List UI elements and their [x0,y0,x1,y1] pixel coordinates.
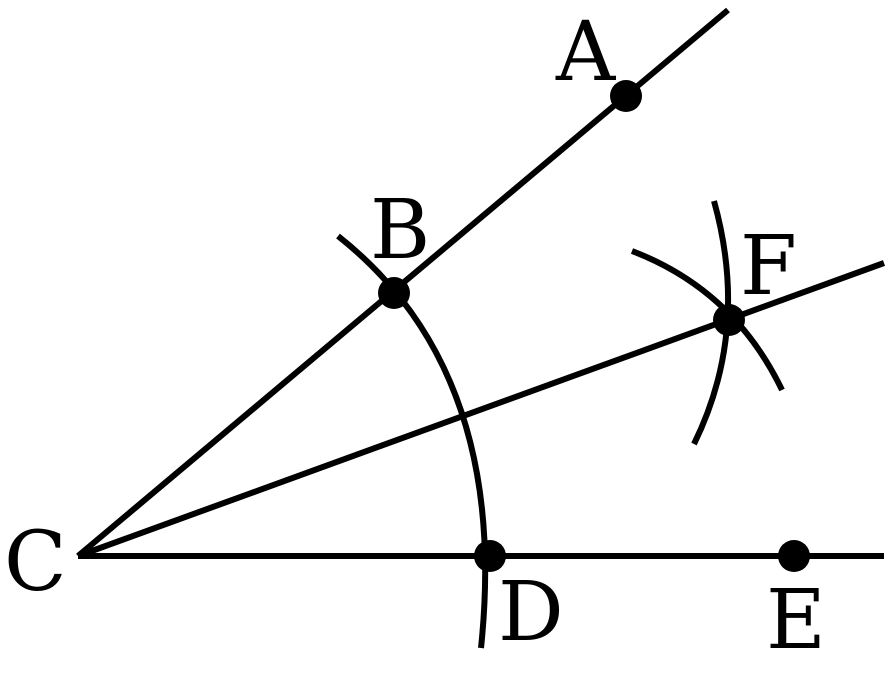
arc-centered-c [336,233,489,649]
point-b [378,277,410,309]
label-d: D [498,565,564,660]
label-a: A [555,5,617,100]
ray-cf-bisector [76,260,886,559]
point-f [713,304,745,336]
label-c: C [4,515,67,610]
point-e [778,540,810,572]
label-e: E [766,573,826,668]
label-f: F [740,219,797,314]
point-d [474,540,506,572]
point-a [610,80,642,112]
label-b: B [370,183,430,278]
arc-centered-b [630,248,785,392]
